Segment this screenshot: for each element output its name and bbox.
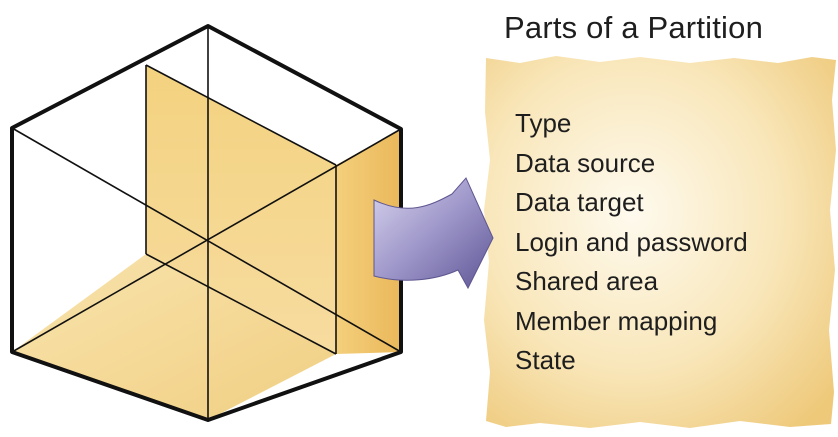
list-item: Login and password bbox=[515, 226, 748, 257]
partition-slice-front bbox=[146, 65, 336, 354]
diagram-title: Parts of a Partition bbox=[504, 10, 764, 45]
partition-cube bbox=[10, 24, 403, 422]
parts-note-background bbox=[484, 56, 836, 428]
list-item: Data target bbox=[515, 187, 644, 217]
list-item: Member mapping bbox=[515, 305, 718, 336]
list-item: Type bbox=[515, 108, 572, 138]
partition-parts-list: Type Data source Data target Login and p… bbox=[515, 104, 748, 381]
curved-arrow-icon bbox=[373, 177, 494, 290]
list-item: Data source bbox=[515, 147, 656, 178]
list-item: State bbox=[515, 345, 576, 375]
list-item: Shared area bbox=[515, 266, 659, 296]
cube-side-face bbox=[336, 129, 401, 354]
